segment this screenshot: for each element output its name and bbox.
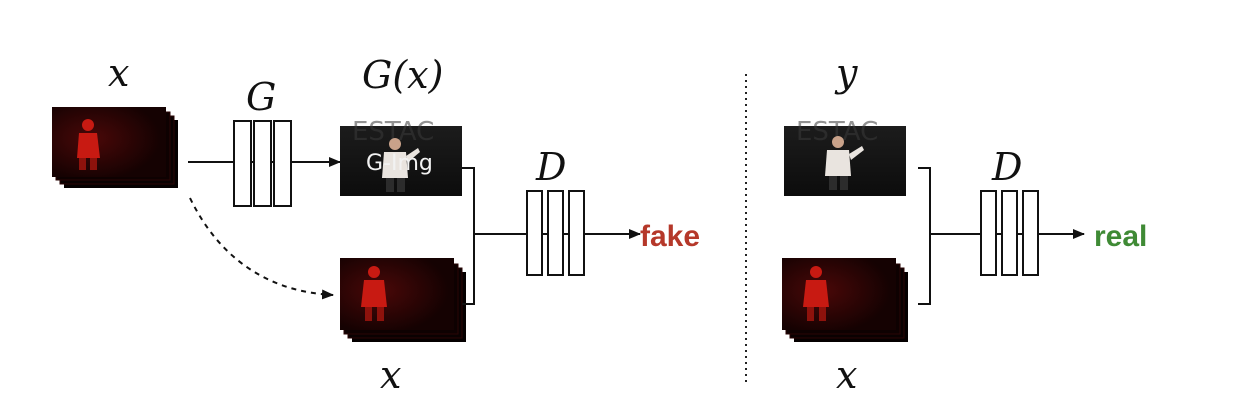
real-condition-frame [782, 258, 896, 330]
input-frame-stack [52, 107, 178, 188]
generator-block [233, 120, 292, 207]
generated-frame: ESTAC G-Img [340, 117, 462, 196]
real-condition-frame-stack [782, 258, 908, 342]
real-pair-bracket [918, 167, 931, 305]
discriminator-block-real [980, 190, 1039, 276]
real-output-label: real [1094, 220, 1147, 253]
generator-label: G [246, 75, 276, 119]
real-branch: y ESTAC x [782, 51, 1147, 397]
real-frame: ESTAC [784, 117, 906, 196]
generator-branch: x G G(x) ESTAC [52, 51, 700, 397]
discriminator-block-fake [526, 190, 585, 276]
input-x-label: x [108, 51, 129, 95]
generated-label: G(x) [362, 53, 443, 97]
discriminator-label-real: D [991, 145, 1022, 189]
discriminator-label-fake: D [535, 145, 566, 189]
condition-frame-stack [340, 258, 466, 342]
fake-output-label: fake [640, 220, 700, 253]
fake-pair-bracket [462, 167, 475, 305]
generated-frame-text: G-Img [366, 151, 433, 176]
condition-skip-arrow [189, 197, 334, 300]
condition-frame [340, 258, 454, 330]
real-condition-x-label: x [836, 353, 857, 397]
real-y-label: y [834, 51, 858, 95]
input-frame [52, 107, 166, 177]
condition-x-label: x [380, 353, 401, 397]
